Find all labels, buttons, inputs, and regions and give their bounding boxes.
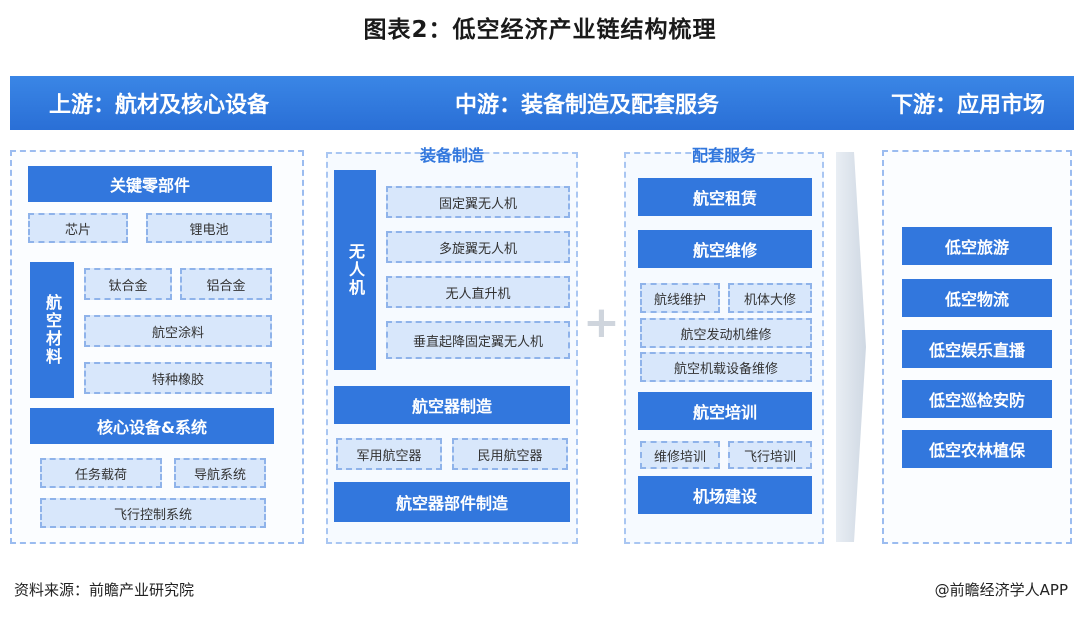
plus-icon: + [583, 297, 620, 348]
aluminum-box: 铝合金 [180, 268, 272, 300]
multi-rotor-box: 多旋翼无人机 [386, 231, 570, 263]
source-note: 资料来源：前瞻产业研究院 [14, 581, 195, 599]
battery-box: 锂电池 [146, 213, 272, 243]
fixed-wing-box: 固定翼无人机 [386, 186, 570, 218]
rubber-box: 特种橡胶 [84, 362, 272, 394]
equip-mfg-title-overlay: 装备制造 [419, 146, 484, 165]
coating-box: 航空涂料 [84, 315, 272, 347]
onboard-maint-box: 航空机载设备维修 [640, 352, 812, 382]
service-title: 配套服务 [691, 146, 756, 165]
credit-note: @前瞻经济学人APP [934, 581, 1068, 599]
uav-heli-box: 无人直升机 [386, 276, 570, 308]
maintenance-box: 航空维修 [638, 230, 812, 268]
airport-box: 机场建设 [638, 476, 812, 514]
downstream-item: 低空旅游 [902, 227, 1052, 265]
civil-box: 民用航空器 [452, 438, 568, 470]
training-box: 航空培训 [638, 392, 812, 430]
figure-title: 图表2：低空经济产业链结构梳理 [363, 17, 717, 43]
parts-mfg-box: 航空器部件制造 [334, 482, 570, 522]
maint-training-box: 维修培训 [640, 441, 720, 469]
chip-box: 芯片 [28, 213, 128, 243]
downstream-item: 低空农林植保 [902, 430, 1052, 468]
mission-payload-box: 任务载荷 [40, 458, 162, 488]
midstream-header: 中游：装备制造及配套服务 [300, 76, 874, 130]
vtol-box: 垂直起降固定翼无人机 [386, 321, 570, 359]
upstream-header-label: 上游：航材及核心设备 [48, 93, 269, 118]
core-systems-box: 核心设备&系统 [30, 408, 274, 444]
upstream-header: 上游：航材及核心设备 [10, 76, 328, 130]
midstream-header-label: 中游：装备制造及配套服务 [454, 93, 719, 118]
military-box: 军用航空器 [336, 438, 442, 470]
flight-control-box: 飞行控制系统 [40, 498, 266, 528]
aircraft-mfg-box: 航空器制造 [334, 386, 570, 424]
downstream-item: 低空物流 [902, 279, 1052, 317]
navigation-box: 导航系统 [174, 458, 266, 488]
downstream-header: 下游：应用市场 [848, 76, 1074, 130]
leasing-box: 航空租赁 [638, 178, 812, 216]
titanium-box: 钛合金 [84, 268, 172, 300]
engine-maint-box: 航空发动机维修 [640, 318, 812, 348]
flight-training-box: 飞行培训 [728, 441, 812, 469]
key-parts-box: 关键零部件 [28, 166, 272, 202]
downstream-item: 低空巡检安防 [902, 380, 1052, 418]
flow-arrow-icon [836, 152, 866, 542]
downstream-header-label: 下游：应用市场 [890, 93, 1045, 118]
uav-box: 无人机 [334, 170, 376, 370]
line-maint-box: 航线维护 [640, 283, 720, 313]
overhaul-box: 机体大修 [728, 283, 812, 313]
aviation-materials-box: 航空材料 [30, 262, 74, 398]
downstream-item: 低空娱乐直播 [902, 330, 1052, 368]
